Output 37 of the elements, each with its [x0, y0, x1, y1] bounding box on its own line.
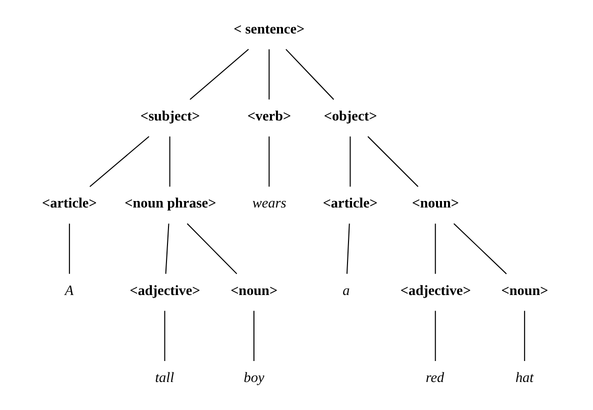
node-text: <article> — [322, 196, 378, 212]
node-text: tall — [155, 370, 174, 386]
connector — [169, 136, 170, 187]
connector — [268, 49, 270, 100]
node-text: <adjective> — [400, 282, 471, 299]
connector — [253, 310, 254, 361]
connector — [454, 223, 507, 274]
connector — [190, 48, 249, 100]
node-text: <verb> — [247, 108, 292, 125]
node-text: A — [64, 282, 74, 299]
node-text: <noun> — [412, 196, 459, 212]
connector — [268, 136, 270, 187]
connector — [434, 224, 436, 274]
node-text: <noun> — [230, 282, 278, 299]
node-text: red — [426, 370, 444, 386]
node-text: < sentence> — [234, 21, 305, 38]
connector — [368, 136, 418, 188]
node-text: <object> — [324, 108, 378, 125]
connector — [164, 310, 166, 361]
connector — [165, 224, 170, 274]
connector — [286, 48, 334, 100]
node-text: <adjective> — [130, 282, 200, 299]
node-text: <subject> — [140, 108, 200, 125]
node-text: <noun> — [501, 282, 548, 299]
node-text: a — [342, 282, 350, 299]
node-text: hat — [515, 370, 534, 386]
node-text: <noun phrase> — [124, 196, 216, 212]
node-text: wears — [252, 196, 286, 212]
connector — [90, 136, 150, 188]
connector — [350, 136, 351, 187]
connector — [346, 224, 350, 274]
connector — [434, 310, 436, 361]
node-text: boy — [244, 370, 264, 386]
connector — [524, 310, 526, 361]
connector — [68, 224, 70, 274]
connector — [186, 223, 238, 274]
node-text: <article> — [42, 196, 97, 212]
